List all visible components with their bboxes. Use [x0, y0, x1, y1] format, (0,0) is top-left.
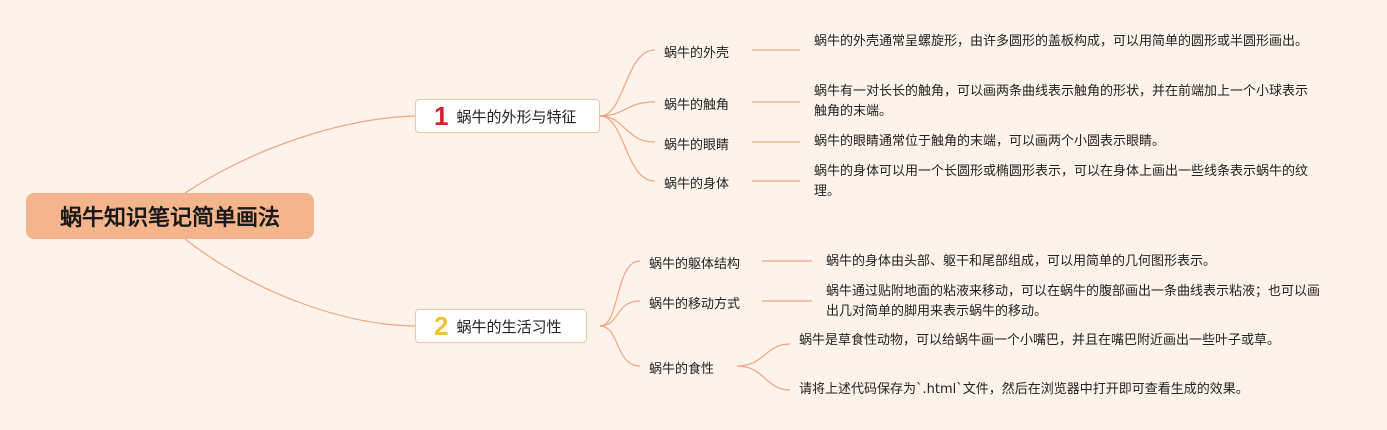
- note-shell: 蜗牛的外壳通常呈螺旋形，由许多圆形的盖板构成，可以用简单的圆形或半圆形画出。: [814, 34, 1309, 49]
- connector-b1-c1: [599, 49, 656, 117]
- node-shell[interactable]: 蜗牛的外壳: [664, 46, 730, 61]
- connector-b1-c2: [599, 101, 656, 117]
- node-tentacles[interactable]: 蜗牛的触角: [664, 98, 730, 113]
- branch-habits[interactable]: 2 蜗牛的生活习性: [415, 309, 587, 343]
- branch-appearance[interactable]: 1 蜗牛的外形与特征: [415, 99, 600, 133]
- node-movement[interactable]: 蜗牛的移动方式: [649, 297, 741, 312]
- node-body-structure[interactable]: 蜗牛的躯体结构: [649, 257, 741, 272]
- note-body-structure: 蜗牛的身体由头部、躯干和尾部组成，可以用简单的几何图形表示。: [826, 254, 1217, 269]
- connector-b1-c4: [599, 115, 656, 182]
- connector-b2-c2: [599, 300, 641, 327]
- node-diet[interactable]: 蜗牛的食性: [649, 362, 715, 377]
- branch-label: 蜗牛的外形与特征: [456, 107, 577, 126]
- connector-b2-c3-note-2: [736, 365, 791, 391]
- connector-b1-c3: [599, 115, 656, 143]
- note-eyes: 蜗牛的眼睛通常位于触角的末端，可以画两个小圆表示眼睛。: [814, 134, 1166, 149]
- node-eyes[interactable]: 蜗牛的眼睛: [664, 138, 730, 153]
- connector-b2-c3-note-1: [736, 343, 791, 367]
- root-topic[interactable]: 蜗牛知识笔记简单画法: [26, 193, 314, 239]
- branch-number-1: 1: [434, 101, 449, 131]
- branch-number-2: 2: [434, 311, 449, 341]
- note-body: 蜗牛的身体可以用一个长圆形或椭圆形表示，可以在身体上画出一些线条表示蜗牛的纹理。: [814, 164, 1309, 199]
- note-tentacles: 蜗牛有一对长长的触角，可以画两条曲线表示触角的形状，并在前端加上一个小球表示触角…: [814, 84, 1309, 119]
- connector-b2-c3: [599, 325, 641, 367]
- connector-root-branch-2: [184, 238, 416, 327]
- note-movement: 蜗牛通过贴附地面的粘液来移动，可以在蜗牛的腹部画出一条曲线表示粘液；也可以画出几…: [826, 284, 1321, 319]
- note-save-file: 请将上述代码保存为`.html`文件，然后在浏览器中打开即可查看生成的效果。: [799, 382, 1249, 397]
- connector-root-branch-1: [184, 115, 416, 194]
- connector-b2-c1: [599, 260, 641, 327]
- branch-label: 蜗牛的生活习性: [456, 317, 562, 336]
- node-body[interactable]: 蜗牛的身体: [664, 177, 730, 192]
- root-title: 蜗牛知识笔记简单画法: [59, 206, 280, 231]
- note-diet: 蜗牛是草食性动物，可以给蜗牛画一个小嘴巴，并且在嘴巴附近画出一些叶子或草。: [799, 333, 1281, 348]
